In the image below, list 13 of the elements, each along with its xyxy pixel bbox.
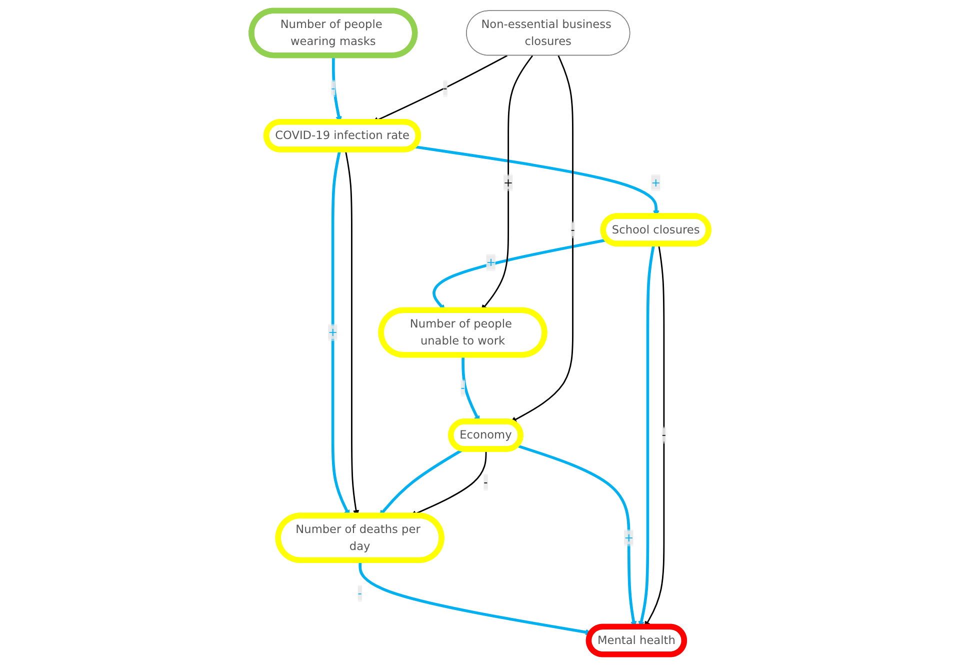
edge-label: - xyxy=(570,222,575,236)
edge-label: - xyxy=(460,381,465,394)
edge-label: - xyxy=(443,81,448,95)
edge-label: - xyxy=(331,81,336,95)
edge-label: + xyxy=(486,255,496,269)
edge-label: - xyxy=(484,475,488,489)
edge-label: + xyxy=(624,530,634,544)
arrow xyxy=(510,55,574,422)
edge-label: + xyxy=(651,176,661,190)
edge-label: - xyxy=(662,428,666,442)
edge-label: + xyxy=(328,325,338,339)
edge-label: - xyxy=(358,586,362,600)
edge-label: + xyxy=(504,176,514,190)
